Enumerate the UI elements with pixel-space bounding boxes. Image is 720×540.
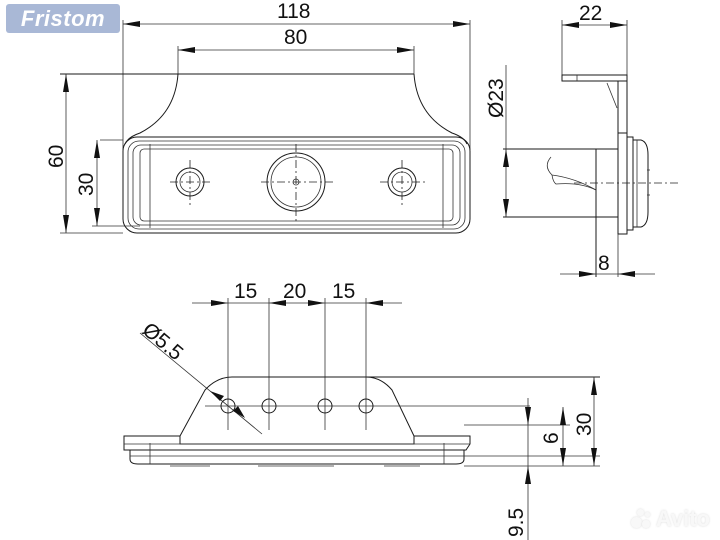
- dim-overall-height: 60: [45, 145, 68, 168]
- dim-clearance: 9.5: [505, 508, 528, 537]
- dim-hole-spacing-3: 15: [332, 280, 355, 303]
- dim-hole-spacing-1: 15: [234, 280, 257, 303]
- front-view: 118 80: [45, 0, 471, 234]
- dim-lens-height: 30: [75, 173, 98, 196]
- dim-hole-diameter: Ø5.5: [138, 318, 188, 365]
- dim-height: 30: [573, 413, 596, 436]
- dim-protrusion: 8: [598, 252, 610, 275]
- bottom-view: 15 20 15 Ø5.5: [123, 280, 600, 540]
- dim-hole-spacing-2: 20: [283, 280, 306, 303]
- avito-dots-icon: [630, 508, 653, 530]
- avito-watermark: Avito: [630, 506, 710, 532]
- dim-diameter: Ø23: [485, 78, 508, 118]
- brand-logo: Fristom: [6, 4, 120, 33]
- dim-hole-height: 6: [540, 432, 563, 444]
- side-view: 22 Ø23: [485, 2, 680, 277]
- dim-overall-width: 118: [277, 0, 310, 23]
- brand-logo-text: Fristom: [20, 5, 106, 31]
- avito-watermark-text: Avito: [655, 506, 710, 531]
- dim-depth: 22: [579, 2, 602, 25]
- dim-base-width: 80: [284, 26, 307, 49]
